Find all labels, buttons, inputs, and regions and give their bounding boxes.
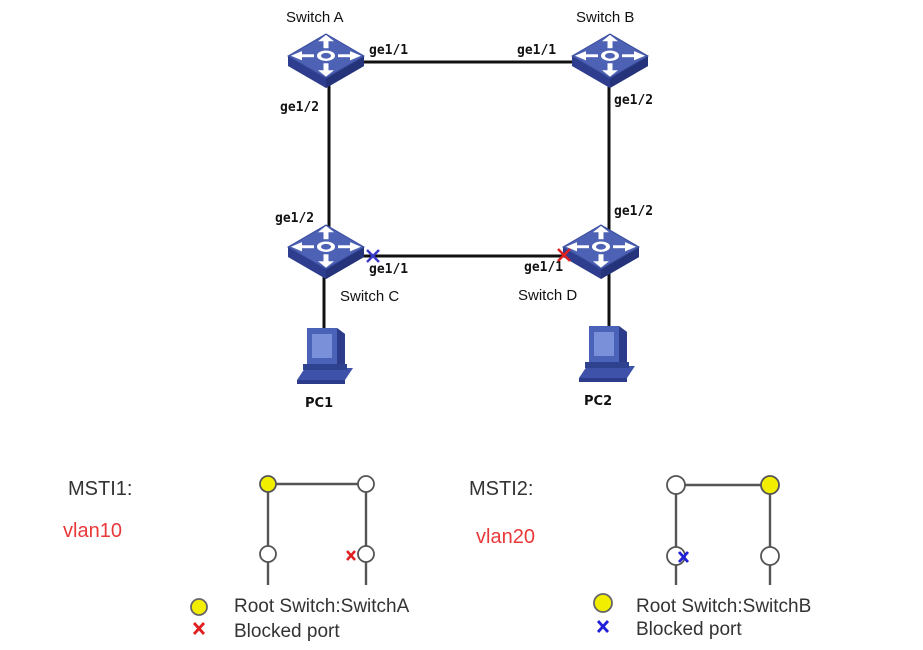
msti2-root-node (760, 475, 780, 495)
pc1[interactable]: PC1 (297, 328, 353, 411)
legend-blocked-icon-2 (596, 620, 610, 633)
msti1-blocked-marker (346, 550, 356, 561)
legend-blocked-label-1: Blocked port (234, 621, 340, 642)
port-label-a-ge12: ge1/2 (280, 100, 319, 115)
blocked-port-marker-d (557, 248, 571, 262)
msti2-node-bottom-right (760, 546, 780, 566)
switch-b[interactable]: Switch B (570, 9, 650, 90)
blocked-port-marker-c (366, 249, 380, 263)
msti2-panel: MSTI2: vlan20 Root Switch:SwitchB Blocke… (469, 475, 811, 640)
msti2-title: MSTI2: (469, 478, 533, 500)
switch-c-label: Switch C (340, 288, 399, 305)
msti1-node-bottom-right (357, 545, 375, 563)
msti1-node-bottom-left (259, 545, 277, 563)
switch-d-label: Switch D (518, 287, 577, 304)
msti1-node-top-right (357, 475, 375, 493)
legend-root-icon-1 (190, 598, 208, 616)
port-label-d-ge11: ge1/1 (524, 260, 563, 275)
switch-c[interactable]: Switch C (286, 223, 399, 305)
switch-a[interactable]: Switch A (286, 9, 366, 90)
msti1-vlan: vlan10 (63, 520, 122, 542)
msti1-panel: MSTI1: vlan10 Root Switch:SwitchA Blocke… (63, 475, 410, 642)
port-label-c-ge12: ge1/2 (275, 211, 314, 226)
switch-d[interactable]: Switch D (518, 223, 641, 304)
legend-blocked-icon-1 (192, 622, 206, 635)
port-label-b-ge12: ge1/2 (614, 93, 653, 108)
port-label-a-ge11: ge1/1 (369, 43, 408, 58)
legend-root-icon-2 (593, 593, 613, 613)
msti2-blocked-marker (677, 551, 690, 563)
pc2-label: PC2 (584, 394, 612, 409)
port-label-d-ge12: ge1/2 (614, 204, 653, 219)
switch-a-label: Switch A (286, 9, 344, 26)
port-label-b-ge11: ge1/1 (517, 43, 556, 58)
pc2[interactable]: PC2 (579, 326, 635, 409)
msti2-vlan: vlan20 (476, 526, 535, 548)
msti2-node-top-left (666, 475, 686, 495)
legend-root-label-1: Root Switch:SwitchA (234, 596, 410, 617)
pc1-label: PC1 (305, 396, 333, 411)
port-label-c-ge11: ge1/1 (369, 262, 408, 277)
msti1-root-node (259, 475, 277, 493)
legend-blocked-label-2: Blocked port (636, 619, 742, 640)
msti1-title: MSTI1: (68, 478, 132, 500)
legend-root-label-2: Root Switch:SwitchB (636, 596, 811, 617)
switch-b-label: Switch B (576, 9, 634, 26)
